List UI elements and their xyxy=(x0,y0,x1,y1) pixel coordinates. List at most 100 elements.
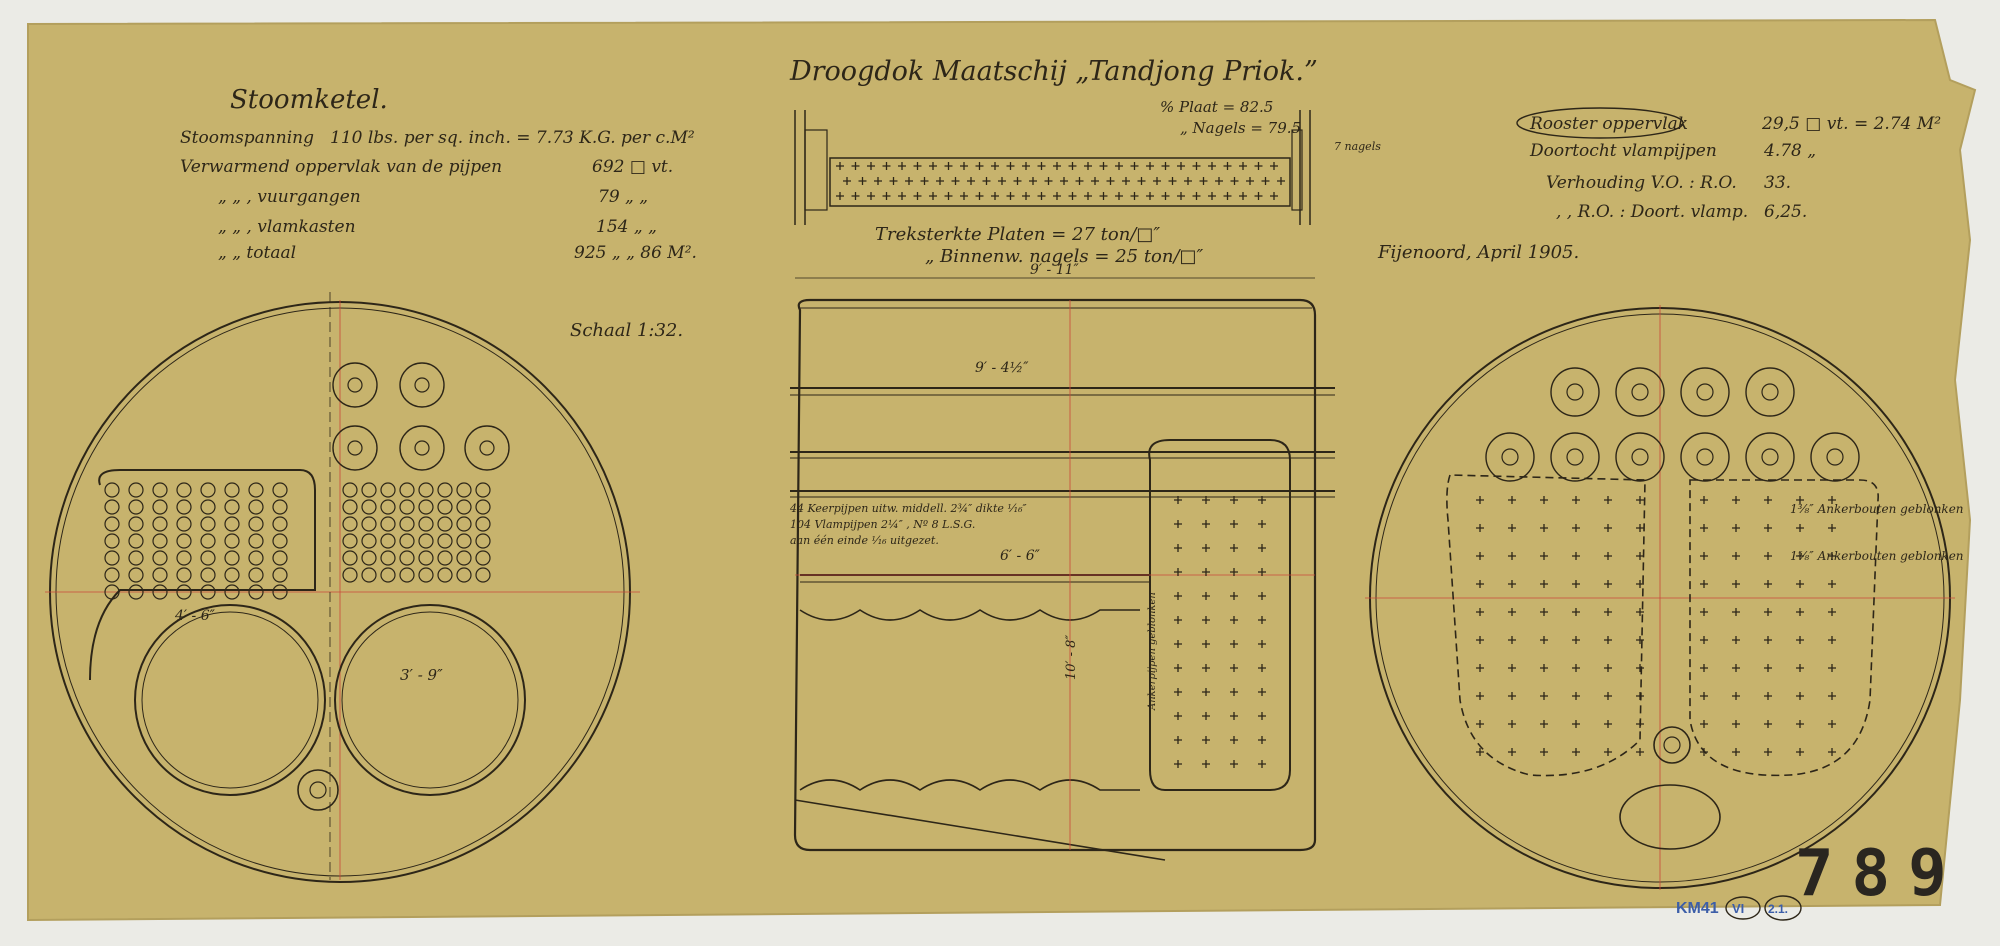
furnace-dia-right: 3′ - 9″ xyxy=(400,666,443,684)
archive-ref-circled-2: 2.1. xyxy=(1768,902,1788,916)
stay-mark xyxy=(1732,608,1740,616)
rivet-mark xyxy=(874,177,882,185)
rivet-mark xyxy=(1091,177,1099,185)
stay-boss xyxy=(399,362,445,408)
back-end-view: 1⅜″ Ankerbouten geblonken 1⅝″ Ankerboute… xyxy=(1365,305,1964,890)
stay-mark xyxy=(1174,664,1182,672)
tube-hole xyxy=(361,567,377,583)
stay-mark xyxy=(1764,692,1772,700)
stay-mark xyxy=(1604,552,1612,560)
stay-mark xyxy=(1764,636,1772,644)
stay-mark xyxy=(1202,736,1210,744)
tube-hole xyxy=(272,550,288,566)
tube-hole xyxy=(456,550,472,566)
dim-center-height: 10′ - 8″ xyxy=(1064,635,1079,680)
stay-mark xyxy=(1636,664,1644,672)
tube-hole xyxy=(380,499,396,515)
tube-hole xyxy=(456,516,472,532)
stay-mark xyxy=(1540,552,1548,560)
rivet-mark xyxy=(882,162,891,170)
stay-mark xyxy=(1700,608,1708,616)
tube-hole xyxy=(248,533,264,549)
tube-hole xyxy=(128,516,144,532)
rivet-mark xyxy=(1192,192,1201,200)
spec-left-value-2: 79 „ „ xyxy=(598,187,648,207)
stay-mark xyxy=(1230,544,1238,552)
stay-mark xyxy=(1828,608,1836,616)
tube-hole xyxy=(272,533,288,549)
tube-hole xyxy=(456,567,472,583)
rivet-mark xyxy=(1146,162,1154,170)
stay-mark xyxy=(1732,496,1740,504)
stay-mark xyxy=(1604,608,1612,616)
dim-inner-length: 9′ - 4½″ xyxy=(975,360,1029,376)
tube-hole xyxy=(224,584,240,600)
stay-boss xyxy=(399,425,445,471)
stay-mark xyxy=(1636,580,1644,588)
rivet-mark xyxy=(1161,162,1170,170)
stay-mark xyxy=(1700,580,1708,588)
tube-hole xyxy=(361,516,377,532)
stay-mark xyxy=(1572,608,1580,616)
back-tube-pattern xyxy=(1485,367,1860,482)
section-stay-pattern xyxy=(1174,496,1266,768)
rivet-mark xyxy=(998,177,1006,185)
tube-hole xyxy=(128,550,144,566)
rivet-mark xyxy=(1053,192,1061,200)
strength-rivets: „ Binnenw. nagels = 25 ton/□″ xyxy=(925,246,1204,267)
tube-note-2: 104 Vlampijpen 2¼″ , Nº 8 L.S.G. xyxy=(790,518,975,531)
riveted-seam-detail: % Plaat = 82.5 „ Nagels = 79.5 7 nagels … xyxy=(794,98,1381,267)
stay-mark xyxy=(1174,640,1182,648)
rivet-mark xyxy=(1146,192,1154,200)
rivet-mark xyxy=(1037,162,1046,170)
rivet-mark xyxy=(1208,192,1216,200)
tube-hole xyxy=(342,567,358,583)
stay-mark xyxy=(1764,720,1772,728)
stay-mark xyxy=(1258,760,1266,768)
stay-mark xyxy=(1636,524,1644,532)
tube-hole xyxy=(361,533,377,549)
stay-mark xyxy=(1174,592,1182,600)
tube-hole xyxy=(128,482,144,498)
rivet-mark xyxy=(836,162,844,170)
stay-mark xyxy=(1700,720,1708,728)
stay-mark xyxy=(1796,748,1804,756)
spec-right-label-3: , , R.O. : Doort. vlamp. xyxy=(1556,202,1748,222)
tube-hole xyxy=(418,499,434,515)
tube-hole xyxy=(152,482,168,498)
stay-mark xyxy=(1476,524,1484,532)
stay-hole xyxy=(1696,383,1714,401)
tube-hole xyxy=(176,499,192,515)
tube-hole xyxy=(224,533,240,549)
stay-hole xyxy=(1761,448,1779,466)
tube-hole xyxy=(104,482,120,498)
stay-mark xyxy=(1764,748,1772,756)
stay-mark xyxy=(1476,636,1484,644)
tube-hole xyxy=(399,550,415,566)
spec-left-label-1: Verwarmend oppervlak van de pijpen xyxy=(180,157,502,177)
stay-mark xyxy=(1700,496,1708,504)
rivet-mark xyxy=(944,192,953,200)
rivet-mark xyxy=(905,177,913,185)
tube-hole xyxy=(200,516,216,532)
tube-hole xyxy=(152,516,168,532)
stay-mark xyxy=(1572,664,1580,672)
stay-mark xyxy=(1796,496,1804,504)
stay-mark xyxy=(1764,608,1772,616)
rivet-mark xyxy=(898,192,906,200)
tube-hole xyxy=(248,567,264,583)
furnace-dia-left: 4′ - 6″ xyxy=(174,608,216,624)
stay-mark xyxy=(1508,720,1516,728)
stay-mark xyxy=(1796,608,1804,616)
front-end-view: 3′ - 9″ 4′ - 6″ xyxy=(45,292,640,883)
stay-mark xyxy=(1202,520,1210,528)
stay-mark xyxy=(1764,524,1772,532)
tube-hole xyxy=(104,584,120,600)
tube-hole xyxy=(248,584,264,600)
rivet-mark xyxy=(1099,162,1108,170)
tube-hole xyxy=(380,533,396,549)
stay-boss xyxy=(1550,432,1600,482)
tube-hole xyxy=(128,584,144,600)
stay-mark xyxy=(1258,568,1266,576)
